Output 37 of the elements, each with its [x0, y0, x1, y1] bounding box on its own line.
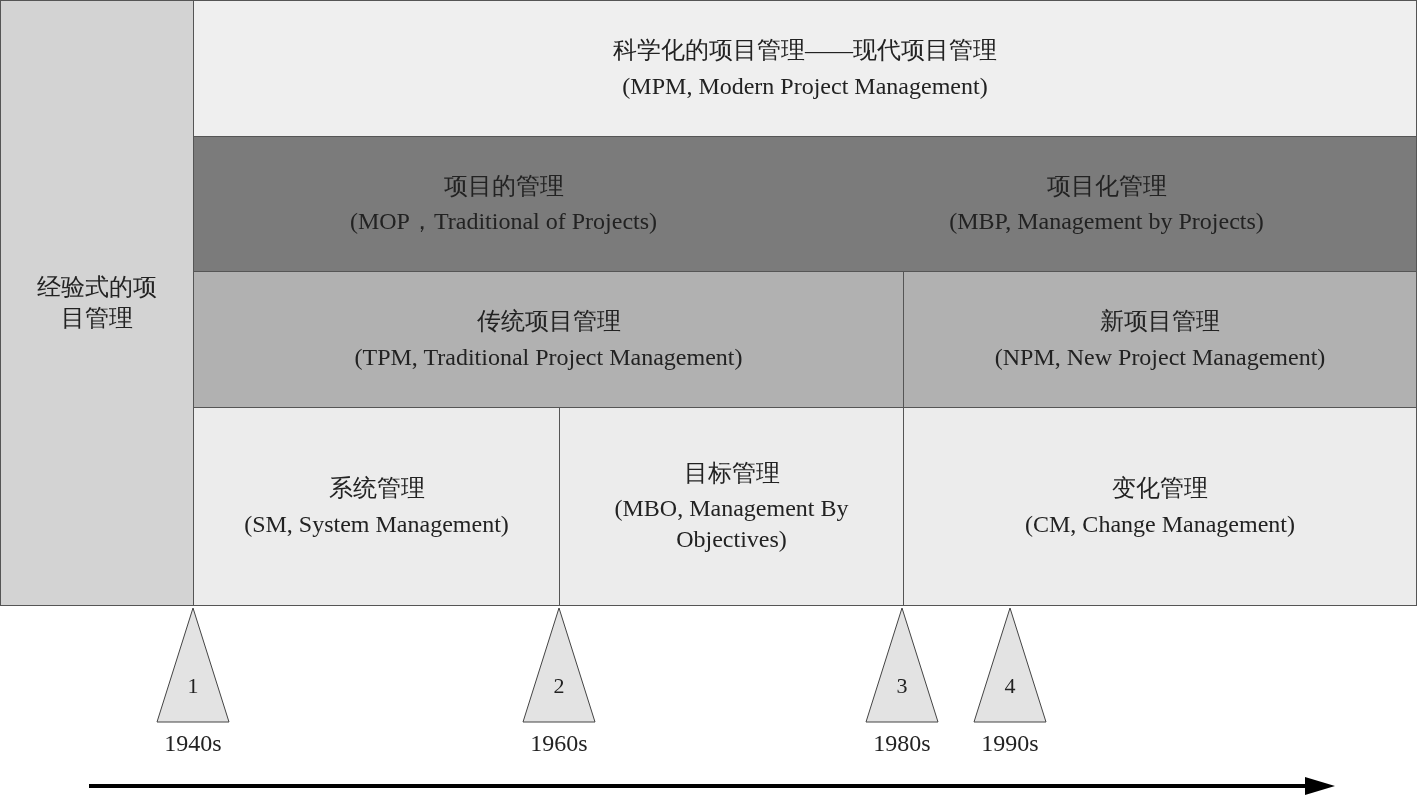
band-title: 科学化的项目管理——现代项目管理: [613, 36, 997, 66]
stage-box: [0, 0, 194, 606]
method-box: [903, 407, 1417, 606]
band-title: 项目的管理: [443, 171, 564, 201]
year-label: 1960s: [529, 730, 589, 757]
band-title: 目标管理: [683, 458, 780, 488]
band-text: 经验式的项目管理: [37, 272, 157, 333]
band-text: (TPM, Traditional Project Management): [354, 342, 743, 372]
band-text: (SM, System Management): [244, 509, 509, 539]
milestone-triangle: [865, 607, 939, 723]
milestone-number: 4: [1004, 673, 1016, 699]
band-text: (MOP，Traditional of Projects): [349, 207, 658, 236]
band-title: 变化管理: [1112, 474, 1208, 504]
era-band: [193, 0, 1417, 137]
milestone-number: 3: [896, 673, 908, 699]
band-text: (MPM, Modern Project Management): [622, 71, 988, 101]
year-label: 1990s: [980, 730, 1040, 757]
band-title: 新项目管理: [1100, 307, 1220, 337]
band-text: (MBP, Management by Projects): [949, 207, 1264, 236]
band-title: 系统管理: [328, 474, 425, 504]
milestone-number: 2: [553, 673, 565, 699]
method-box: [193, 407, 560, 606]
era-band: [193, 136, 1417, 272]
year-label: 1940s: [163, 730, 223, 757]
era-band: [903, 271, 1417, 408]
band-text: (NPM, New Project Management): [994, 342, 1326, 372]
band-title: 传统项目管理: [476, 307, 621, 337]
milestone-triangle: [156, 607, 230, 723]
band-text: (CM, Change Management): [1025, 509, 1295, 539]
method-box: [559, 407, 904, 606]
era-band: [193, 271, 904, 408]
band-title: 项目化管理: [1046, 171, 1167, 201]
year-label: 1980s: [872, 730, 932, 757]
band-text: (MBO, Management By Objectives): [613, 493, 850, 555]
milestone-number: 1: [187, 673, 199, 699]
milestone-triangle: [973, 607, 1047, 723]
milestone-triangle: [522, 607, 596, 723]
